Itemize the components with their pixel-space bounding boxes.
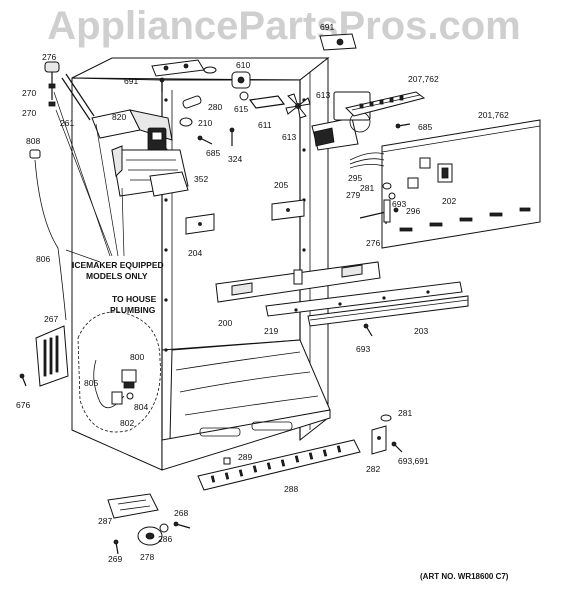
part-label-279: 279 <box>346 190 360 200</box>
icemaker-note-line1: ICEMAKER EQUIPPED <box>72 260 164 270</box>
part-label-805: 805 <box>84 378 98 388</box>
part-labels: 270 270 276 261 808 806 691 691 610 615 280 210 820 6… <box>16 22 509 564</box>
part-label-282: 282 <box>366 464 380 474</box>
part-label-802: 802 <box>120 418 134 428</box>
part-label-685: 685 <box>206 148 220 158</box>
art-number: (ART NO. WR18600 C7) <box>420 572 509 581</box>
part-label-693: 693 <box>392 199 406 209</box>
part-label-204: 204 <box>188 248 202 258</box>
part-label-693-691: 693,691 <box>398 456 429 466</box>
plumbing-assembly <box>19 311 161 433</box>
part-label-287: 287 <box>98 516 112 526</box>
part-label-691: 691 <box>320 22 334 32</box>
part-label-261: 261 <box>60 118 74 128</box>
part-label-295: 295 <box>348 173 362 183</box>
part-label-201-762: 201,762 <box>478 110 509 120</box>
part-label-296: 296 <box>406 206 420 216</box>
part-label-804: 804 <box>134 402 148 412</box>
house-plumbing-line2: PLUMBING <box>110 305 156 315</box>
part-label-278: 278 <box>140 552 154 562</box>
part-label-611: 611 <box>258 120 272 130</box>
part-label-281: 281 <box>360 183 374 193</box>
part-label-270: 270 <box>22 88 36 98</box>
icemaker-note-leaders <box>53 91 125 263</box>
part-label-281: 281 <box>398 408 412 418</box>
lower-right-parts <box>371 414 403 455</box>
part-label-203: 203 <box>414 326 428 336</box>
part-label-820: 820 <box>112 112 126 122</box>
part-label-219: 219 <box>264 326 278 336</box>
watermark: AppliancePartsPros.com <box>47 4 521 48</box>
part-label-268: 268 <box>174 508 188 518</box>
part-label-676: 676 <box>16 400 30 410</box>
top-components <box>151 33 426 151</box>
part-label-615: 615 <box>234 104 248 114</box>
part-label-693: 693 <box>356 344 370 354</box>
icemaker-note-line2: MODELS ONLY <box>86 271 148 281</box>
part-label-800: 800 <box>130 352 144 362</box>
part-label-202: 202 <box>442 196 456 206</box>
part-label-691: 691 <box>124 76 138 86</box>
part-label-276: 276 <box>366 238 380 248</box>
rails <box>185 199 469 337</box>
part-label-610: 610 <box>236 60 250 70</box>
part-label-200: 200 <box>218 318 232 328</box>
part-label-288: 288 <box>284 484 298 494</box>
icemaker-assembly <box>29 61 189 321</box>
caster-assembly <box>107 493 191 555</box>
part-label-613: 613 <box>316 90 330 100</box>
part-label-289: 289 <box>238 452 252 462</box>
part-label-205: 205 <box>274 180 288 190</box>
part-label-324: 324 <box>228 154 242 164</box>
part-label-352: 352 <box>194 174 208 184</box>
control-panel <box>349 119 541 249</box>
grille <box>197 439 361 491</box>
house-plumbing-line1: TO HOUSE <box>112 294 157 304</box>
part-label-286: 286 <box>158 534 172 544</box>
part-label-806: 806 <box>36 254 50 264</box>
part-label-270: 270 <box>22 108 36 118</box>
part-label-808: 808 <box>26 136 40 146</box>
part-label-207-762: 207,762 <box>408 74 439 84</box>
part-label-269: 269 <box>108 554 122 564</box>
part-label-280: 280 <box>208 102 222 112</box>
part-label-210: 210 <box>198 118 212 128</box>
part-label-267: 267 <box>44 314 58 324</box>
part-label-613: 613 <box>282 132 296 142</box>
part-label-685: 685 <box>418 122 432 132</box>
part-label-276: 276 <box>42 52 56 62</box>
